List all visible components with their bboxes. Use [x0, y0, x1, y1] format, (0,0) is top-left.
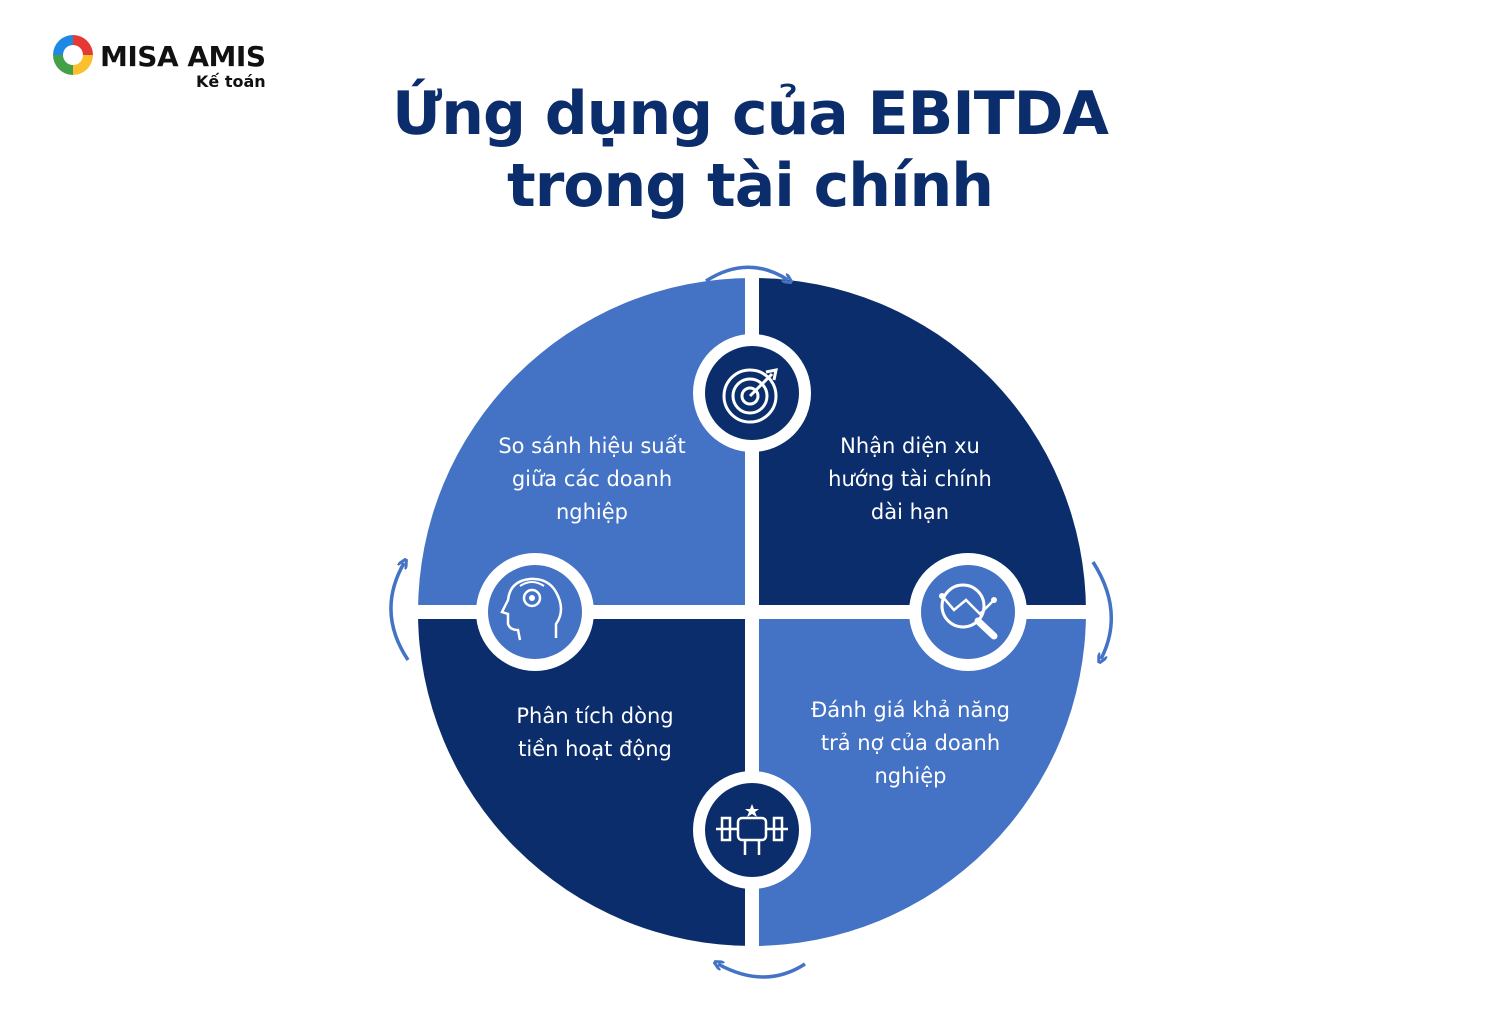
quadrant-label-line: dài hạn	[870, 500, 950, 524]
quadrant-label-compare-performance: So sánh hiệu suất giữa các doanh nghiệp	[472, 430, 712, 529]
brand-name: MISA AMIS	[100, 40, 266, 73]
brand-logo: MISA AMIS Kế toán	[50, 32, 290, 102]
quadrant-label-debt-repayment: Đánh giá khả năng trả nợ của doanh nghiệ…	[788, 694, 1033, 793]
magnifier-chart-icon	[909, 553, 1027, 671]
strength-fist-icon	[693, 771, 811, 889]
arrow-top-icon	[705, 265, 788, 281]
arrow-right-icon	[1091, 561, 1113, 659]
quadrant-label-line: trả nợ của doanh	[820, 731, 1001, 755]
head-gear-icon	[476, 553, 594, 671]
quadrant-label-line: giữa các doanh	[511, 467, 673, 491]
arrow-bottom-icon	[718, 964, 806, 979]
quadrant-bottom-left	[418, 612, 752, 946]
quadrant-label-line: So sánh hiệu suất	[498, 434, 686, 458]
quadrant-label-financial-trend: Nhận diện xu hướng tài chính dài hạn	[790, 430, 1030, 529]
quadrant-top-right	[752, 278, 1086, 612]
brand-subtitle: Kế toán	[196, 72, 266, 91]
quadrant-bottom-right	[752, 612, 1086, 946]
arrow-left-icon	[389, 563, 410, 661]
page-title-line-2: trong tài chính	[507, 151, 994, 221]
quadrant-label-line: Phân tích dòng	[516, 704, 674, 728]
quadrant-top-left	[418, 278, 752, 612]
page-title-line-1: Ứng dụng của EBITDA	[392, 79, 1109, 149]
target-icon	[693, 334, 811, 452]
quadrant-label-line: Đánh giá khả năng	[811, 698, 1010, 722]
quadrant-label-line: hướng tài chính	[828, 467, 992, 491]
quadrant-label-line: tiền hoạt động	[518, 737, 672, 761]
quadrant-label-line: nghiệp	[555, 500, 629, 524]
quadrant-label-line: nghiệp	[874, 764, 947, 788]
quadrant-label-cash-flow: Phân tích dòng tiền hoạt động	[475, 700, 715, 766]
quadrant-label-line: Nhận diện xu	[840, 434, 980, 458]
brand-mark-icon	[53, 35, 93, 75]
